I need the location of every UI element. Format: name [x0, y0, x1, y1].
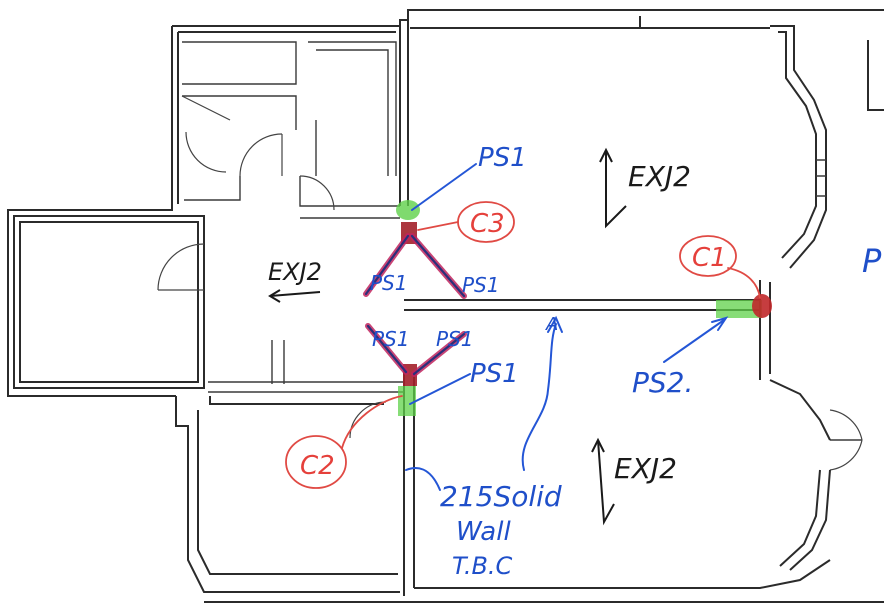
- green-highlight-bottom: [398, 386, 416, 416]
- label-wall-note-line2: Wall: [456, 517, 511, 547]
- label-exj2-left: EXJ2: [268, 258, 322, 286]
- joist-arrow-left: [269, 291, 321, 297]
- floor-plan-walls: [7, 9, 884, 603]
- label-wall-note-line1: 215Solid: [440, 480, 562, 513]
- joist-arrow-bottom: [597, 439, 615, 526]
- label-ps1-lower-right: PS1: [436, 327, 473, 351]
- label-exj2-top-right: EXJ2: [628, 160, 691, 193]
- label-ps1-lower-left: PS1: [372, 327, 409, 351]
- label-arrow-a: A: [545, 314, 558, 335]
- label-ps1-bottom: PS1: [470, 359, 519, 389]
- label-ps2: PS2.: [632, 366, 693, 399]
- green-highlight-top: [396, 200, 420, 220]
- label-c1: C1: [692, 243, 727, 273]
- label-edge-p: P: [862, 242, 882, 280]
- leader-wall-note-bottom: [405, 467, 441, 491]
- leader-ps1-bottom: [409, 373, 471, 405]
- label-ps1-left-beam: PS1: [370, 271, 407, 295]
- c1-circle: [679, 235, 737, 277]
- annotation-labels: PS1 PS1 PS1 PS1 PS1 PS1 PS2. C3 C1 C2 EX…: [268, 143, 882, 580]
- green-highlight-ps2: [716, 300, 762, 318]
- label-c2: C2: [300, 451, 335, 481]
- leader-wall-note: [521, 323, 557, 471]
- c2-circle: [285, 435, 347, 489]
- label-c3: C3: [470, 209, 505, 239]
- red-highlight-c1: [752, 294, 772, 318]
- red-callouts: [285, 201, 761, 489]
- blue-leader-lines: [405, 163, 729, 491]
- joist-direction-arrows: [268, 147, 627, 526]
- leader-ps2: [663, 319, 725, 363]
- arrowhead-ps2: [711, 316, 729, 331]
- arrowhead-wall-note: [547, 315, 563, 333]
- label-ps1-right-beam: PS1: [462, 273, 499, 297]
- label-exj2-bottom-right: EXJ2: [614, 452, 677, 485]
- joist-arrow-top: [605, 150, 627, 229]
- leader-ps1-top: [411, 163, 477, 211]
- label-ps1-top: PS1: [478, 143, 527, 173]
- steel-beams: [363, 233, 467, 377]
- label-wall-note-line3: T.B.C: [452, 552, 513, 580]
